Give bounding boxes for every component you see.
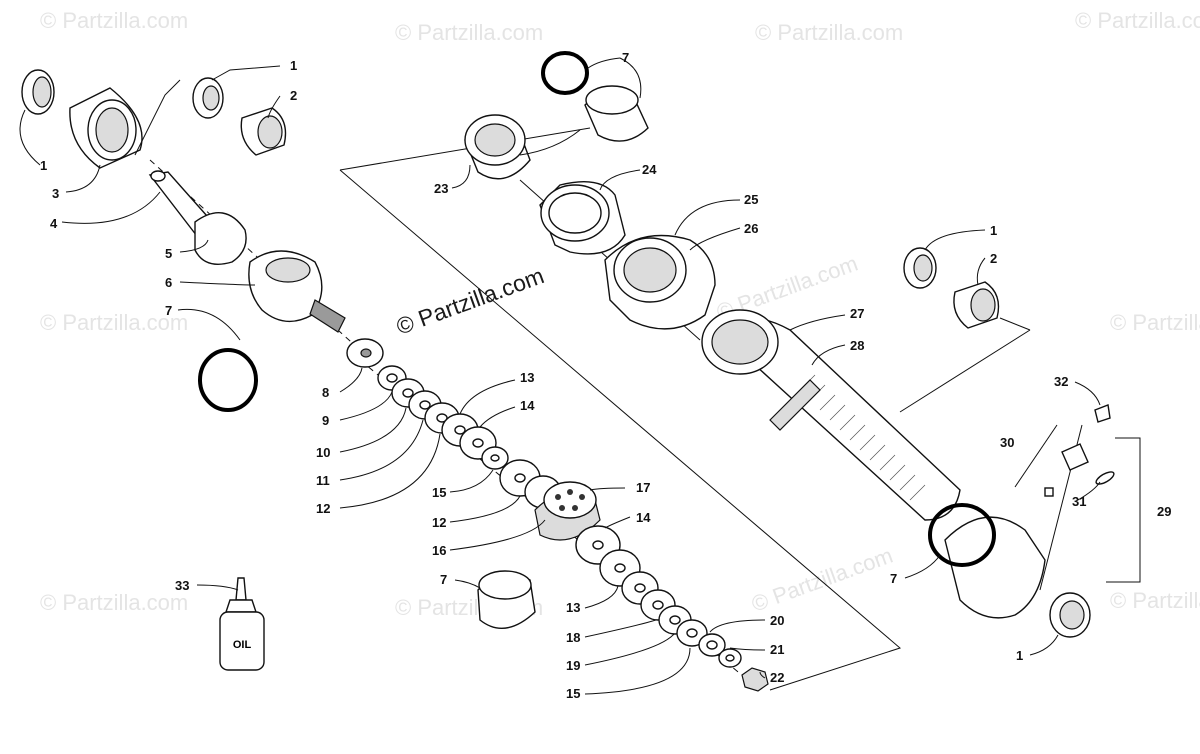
part-label: 2 bbox=[990, 251, 997, 266]
part-label: 24 bbox=[642, 162, 657, 177]
screw-part bbox=[1094, 404, 1111, 423]
watermark-text: © Partzilla.com bbox=[1075, 8, 1200, 33]
oil-bottle-label: OIL bbox=[233, 639, 252, 651]
watermark-text: © Partzilla.com bbox=[1110, 310, 1200, 335]
part-label: 7 bbox=[622, 50, 629, 65]
part-label: 19 bbox=[566, 658, 580, 673]
part-label: 26 bbox=[744, 221, 758, 236]
damper-body bbox=[944, 516, 1046, 619]
frame-line bbox=[339, 127, 591, 171]
part-label: 1 bbox=[1016, 648, 1023, 663]
part-label: 29 bbox=[1157, 504, 1171, 519]
part-label: 7 bbox=[165, 303, 172, 318]
watermark-text: © Partzilla.com bbox=[748, 543, 896, 617]
part-label: 8 bbox=[322, 385, 329, 400]
part-label: 20 bbox=[770, 613, 784, 628]
part-label: 7 bbox=[890, 571, 897, 586]
part-label: 27 bbox=[850, 306, 864, 321]
bump-stop bbox=[194, 212, 247, 265]
shaft-assembly bbox=[21, 69, 346, 412]
part-label: 33 bbox=[175, 578, 189, 593]
part-label: 17 bbox=[636, 480, 650, 495]
part-label: 28 bbox=[850, 338, 864, 353]
part-labels: 1 1 2 3 4 5 6 7 8 9 10 11 12 13 14 15 12… bbox=[40, 50, 1171, 701]
part-label: 14 bbox=[520, 398, 535, 413]
frame-line bbox=[339, 169, 902, 691]
part-label: 1 bbox=[290, 58, 297, 73]
part-label: 1 bbox=[40, 158, 47, 173]
watermark-text: © Partzilla.com bbox=[395, 20, 543, 45]
part-label: 31 bbox=[1072, 494, 1086, 509]
part-label: 23 bbox=[434, 181, 448, 196]
part-label: 21 bbox=[770, 642, 784, 657]
part-label: 16 bbox=[432, 543, 446, 558]
part-label: 14 bbox=[636, 510, 651, 525]
part-label: 32 bbox=[1054, 374, 1068, 389]
part-label: 1 bbox=[990, 223, 997, 238]
watermark-text: © Partzilla.com bbox=[40, 590, 188, 615]
watermark-text: © Partzilla.com bbox=[1110, 588, 1200, 613]
part-label: 12 bbox=[432, 515, 446, 530]
valve-part bbox=[1061, 443, 1089, 471]
nut-part bbox=[741, 667, 769, 692]
valve-stack bbox=[346, 338, 769, 692]
adjuster-body bbox=[903, 247, 1141, 638]
threaded-end bbox=[309, 299, 346, 333]
part-label: 30 bbox=[1000, 435, 1014, 450]
reservoir-top-assembly bbox=[464, 51, 716, 330]
watermark-text: © Partzilla.com bbox=[40, 310, 188, 335]
part-label: 3 bbox=[52, 186, 59, 201]
reservoir-body bbox=[701, 309, 961, 521]
part-label: 5 bbox=[165, 246, 172, 261]
part-label: 9 bbox=[322, 413, 329, 428]
part-label: 13 bbox=[566, 600, 580, 615]
watermark-main: © Partzilla.com bbox=[393, 262, 548, 339]
watermark-text: © Partzilla.com bbox=[755, 20, 903, 45]
part-label: 12 bbox=[316, 501, 330, 516]
o-ring-part bbox=[198, 348, 258, 412]
part-label: 13 bbox=[520, 370, 534, 385]
part-label: 4 bbox=[50, 216, 58, 231]
part-label: 15 bbox=[432, 485, 446, 500]
part-label: 7 bbox=[440, 572, 447, 587]
o-ring-part bbox=[928, 503, 996, 567]
leader-lines bbox=[19, 57, 1101, 695]
part-label: 2 bbox=[290, 88, 297, 103]
part-label: 22 bbox=[770, 670, 784, 685]
part-label: 6 bbox=[165, 275, 172, 290]
o-ring-part bbox=[541, 51, 589, 95]
part-label: 10 bbox=[316, 445, 330, 460]
oil-bottle: OIL bbox=[219, 577, 265, 671]
part-label: 15 bbox=[566, 686, 580, 701]
watermark-text: © Partzilla.com bbox=[40, 8, 188, 33]
part-label: 25 bbox=[744, 192, 758, 207]
part-label: 11 bbox=[316, 473, 330, 488]
part-label: 18 bbox=[566, 630, 580, 645]
